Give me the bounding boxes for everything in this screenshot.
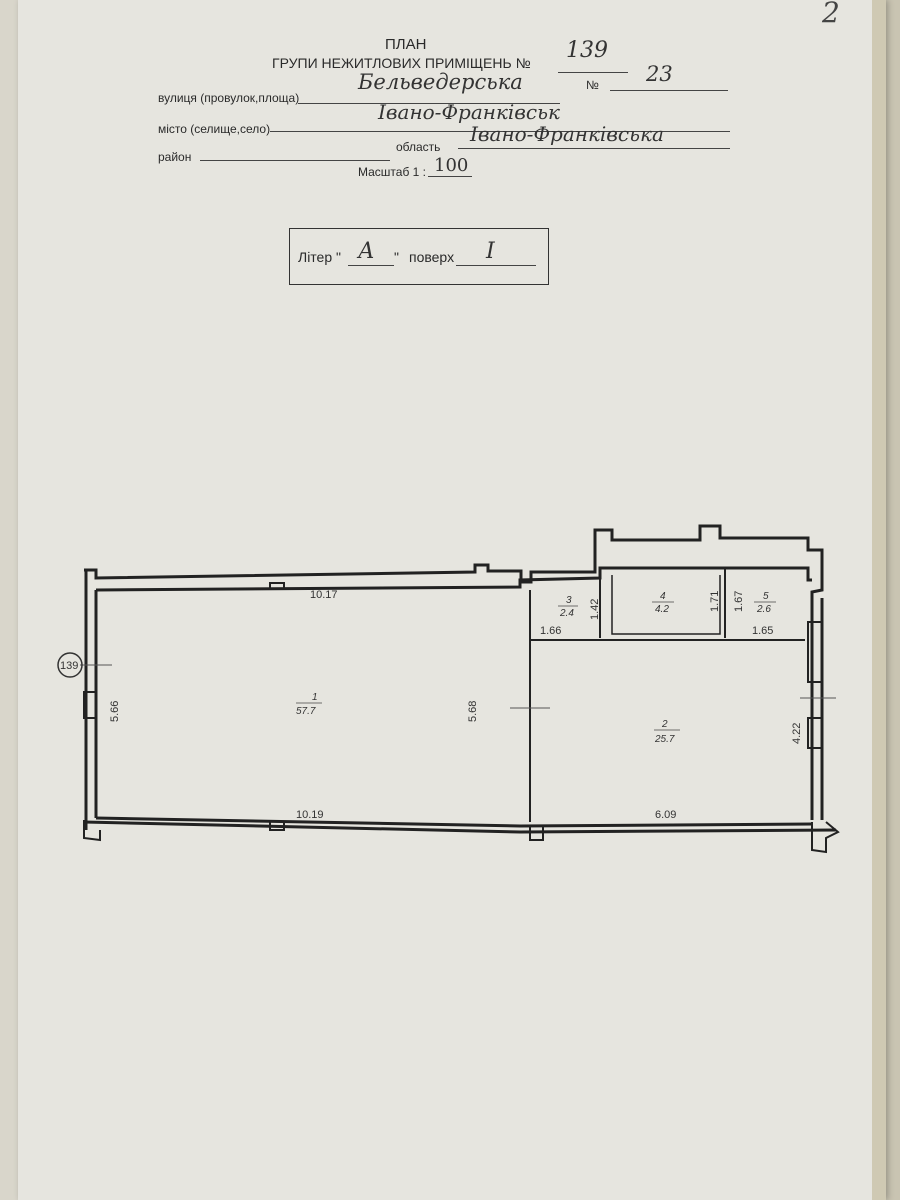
binding-edge [0,0,18,1200]
street-value: Бельведерська [358,70,523,94]
dim-top-left: 10.17 [310,589,338,601]
city-label: місто (селище,село) [158,122,271,136]
page-edge [872,0,886,1200]
district-label: район [158,150,192,164]
street-line [298,103,560,104]
dim-room5-width: 1.65 [752,625,773,637]
floor-line [456,265,536,266]
litera-line [348,265,394,266]
room-1-area: 57.7 [296,706,316,717]
dim-left-height: 5.66 [109,701,121,722]
litera-label: Літер " [298,249,341,265]
room4-inner [611,575,721,635]
litera-floor-box: Літер " А " поверх І [289,228,549,285]
dim-mid-height: 5.68 [467,701,479,722]
dim-room3-height: 1.42 [589,599,601,620]
group-number-line [558,72,628,73]
pillar-bottom [269,822,285,831]
corner-bottom-left [83,820,101,842]
street-label: вулиця (провулок,площа) [158,91,300,105]
city-line [270,131,730,132]
region-value: Івано-Франківська [470,122,664,146]
group-marker-label: 139 [60,660,78,672]
room-2-number: 2 [661,719,668,730]
left-wall [84,570,98,830]
dim-room5-height: 1.67 [733,591,745,612]
litera-value: А [358,239,375,264]
number-value: 23 [646,62,673,86]
pillar-top [269,582,285,590]
dim-right-height: 4.22 [791,723,803,744]
room-4-area: 4.2 [655,604,669,615]
room-5-number: 5 [763,591,769,602]
room-2-area: 25.7 [654,734,675,745]
pillar-bottom-mid [529,826,544,841]
number-label: № [586,78,599,92]
plan-subtitle: ГРУПИ НЕЖИТЛОВИХ ПРИМІЩЕНЬ № [272,55,531,71]
room-4-number: 4 [660,591,666,602]
scale-label: Масштаб 1 : [358,165,427,179]
corner-bottom-right [811,821,840,854]
district-line [200,160,390,161]
number-line [610,90,728,91]
dim-room3-width: 1.66 [540,625,561,637]
room-5-area: 2.6 [756,604,771,615]
city-value: Івано-Франківськ [378,100,560,124]
room-3-area: 2.4 [559,608,574,619]
scale-value: 100 [434,155,469,176]
group-marker-circle [57,652,83,678]
floor-label: поверх [409,249,455,265]
litera-close: " [394,249,399,265]
dim-bottom-right: 6.09 [655,809,676,821]
right-wall [810,598,824,820]
document-sheet [18,0,886,1200]
top-wall-inner [95,566,812,592]
region-line [458,148,730,149]
window-left [83,691,97,719]
bottom-wall [83,816,837,834]
page-number-mark: 2 [822,0,840,29]
floor-value: І [486,239,495,264]
scale-line [428,176,472,177]
dim-room4-height: 1.71 [709,591,721,612]
room-1-number: 1 [312,692,318,703]
window-right-2 [807,717,823,749]
window-right-1 [807,621,823,683]
region-label: область [396,140,441,154]
top-wall [84,524,824,800]
group-number: 139 [566,38,608,63]
dim-bottom-left: 10.19 [296,809,324,821]
plan-title: ПЛАН [385,36,427,53]
room-3-number: 3 [566,595,572,606]
